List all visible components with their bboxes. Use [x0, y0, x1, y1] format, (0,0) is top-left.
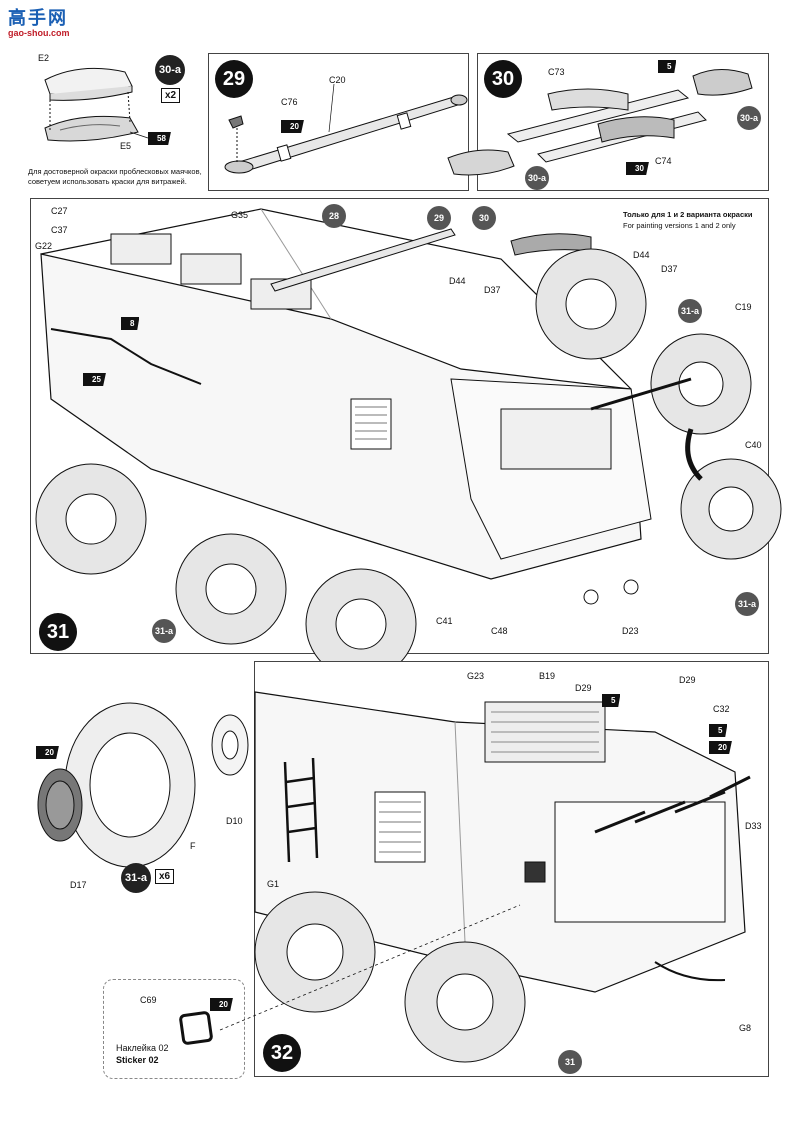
label-c76: C76: [281, 97, 298, 107]
watermark-brand: 高手网: [8, 8, 68, 29]
label-c41: C41: [436, 616, 453, 626]
paint-star-icon: ★: [83, 373, 87, 381]
paint-ref-20: ★ 20: [281, 120, 304, 133]
label-c20: C20: [329, 75, 346, 85]
step-ref-30: 30: [472, 206, 496, 230]
paint-ref-25: ★ 25: [83, 373, 106, 386]
paint-ref-8: ★ 8: [121, 317, 140, 330]
step-31a-area: D10 F D17 ★ 20: [20, 690, 260, 900]
label-f: F: [190, 841, 196, 851]
note-line-2: советуем использовать краски для витраже…: [28, 177, 187, 186]
label-b19: B19: [539, 671, 556, 681]
label-g8: G8: [739, 1023, 752, 1033]
step-29-panel: 29 C20 C76 ★ 20: [208, 53, 469, 191]
label-c37: C37: [51, 225, 68, 235]
paint-star-icon: ★: [620, 158, 630, 170]
subref-30a-right: 30-a: [737, 106, 761, 130]
step-32-number: 32: [263, 1034, 301, 1072]
sticker-frame-drawing: [179, 1011, 213, 1045]
note-line-1: Для достоверной окраски проблесковых мая…: [28, 167, 202, 176]
step-ref-31: 31: [558, 1050, 582, 1074]
label-c32: C32: [713, 704, 730, 714]
vehicle-front-drawing: [254, 691, 751, 1063]
paint-star-icon: ★: [30, 742, 40, 754]
paint-star-icon: ★: [275, 116, 285, 128]
subref-30a: 30-a: [155, 55, 185, 85]
label-c69: C69: [140, 995, 157, 1005]
sticker-inset: C69 ★ 20 Наклейка 02 Sticker 02: [103, 979, 245, 1079]
label-c27: C27: [51, 206, 68, 216]
step-31-number: 31: [39, 613, 77, 651]
sticker-label-en: Sticker 02: [116, 1055, 159, 1065]
label-g23: G23: [467, 671, 485, 681]
label-d10: D10: [226, 816, 243, 826]
step-ref-28: 28: [322, 204, 346, 228]
label-d44-a: D44: [449, 276, 466, 286]
variant-note-en: For painting versions 1 and 2 only: [623, 221, 736, 230]
paint-star-icon: ★: [204, 994, 214, 1006]
label-g22: G22: [35, 241, 53, 251]
beacon-frame-drawing: [447, 69, 753, 176]
multiplier-x2: x2: [161, 88, 181, 103]
variant-note-ru: Только для 1 и 2 варианта окраски: [623, 210, 753, 219]
label-c48: C48: [491, 626, 508, 636]
paint-ref-5-right: ★ 5: [709, 724, 728, 737]
wheel-ref-31a-right-top: 31-a: [678, 299, 702, 323]
step-32-panel: 32 G23 B19 D29 D29 C32 D33 G1 G8 ★ 5 ★ 5…: [254, 661, 769, 1077]
label-g1: G1: [267, 879, 280, 889]
label-e2: E2: [38, 53, 50, 63]
step-30-number: 30: [484, 60, 522, 98]
paint-star-icon: ★: [121, 317, 125, 325]
paint-ref-5-top: ★ 5: [602, 694, 621, 707]
label-d33: D33: [745, 821, 762, 831]
watermark-logo: 高手网 gao-shou.com: [8, 4, 70, 38]
wheel-ref-31a-left: 31-a: [152, 619, 176, 643]
paint-ref-20-right: ★ 20: [709, 741, 732, 754]
paint-star-icon: ★: [652, 56, 662, 68]
paint-ref-58: ★ 58: [148, 132, 171, 145]
step-29-number: 29: [215, 60, 253, 98]
wheel-ref-31a-right-bottom: 31-a: [735, 592, 759, 616]
paint-star-icon: ★: [596, 690, 606, 702]
light-cover-drawing: [44, 67, 149, 142]
paint-star-icon: ★: [703, 737, 713, 749]
subref-30a-left: 30-a: [525, 166, 549, 190]
label-c40: C40: [745, 440, 762, 450]
label-d44-b: D44: [633, 250, 650, 260]
multiplier-x6: x6: [155, 869, 175, 884]
label-d37-a: D37: [484, 285, 501, 295]
step-ref-29: 29: [427, 206, 451, 230]
label-d29-a: D29: [575, 683, 592, 693]
antenna-drawing: [224, 83, 468, 174]
watermark-url: gao-shou.com: [8, 28, 70, 38]
label-c74: C74: [655, 156, 672, 166]
paint-star-icon: ★: [703, 720, 713, 732]
label-d23: D23: [622, 626, 639, 636]
label-d17: D17: [70, 880, 87, 890]
subref-31a: 31-a: [121, 863, 151, 893]
paint-ref-30: ★ 30: [626, 162, 649, 175]
step-31-panel: 31 28 29 30 Только для 1 и 2 варианта ок…: [30, 198, 782, 680]
label-c73: C73: [548, 67, 565, 77]
paint-ref-20-wheel: ★ 20: [36, 746, 59, 759]
label-c19: C19: [735, 302, 752, 312]
wheel-assembly-drawing: [37, 702, 249, 868]
paint-ref-5: ★ 5: [658, 60, 677, 73]
label-d29-b: D29: [679, 675, 696, 685]
label-e5: E5: [120, 141, 132, 151]
label-d37-b: D37: [661, 264, 678, 274]
paint-star-icon: ★: [142, 128, 152, 140]
sticker-label-ru: Наклейка 02: [116, 1043, 169, 1053]
step-30-panel: 30 C73 C74 ★ 5 ★ 30 30-a 30-a: [447, 53, 769, 191]
paint-ref-20-sticker: ★ 20: [210, 998, 233, 1011]
label-g35: G35: [231, 210, 249, 220]
vehicle-side-drawing: [35, 208, 782, 680]
substep-30a-area: E2 E5 ★ 58: [20, 50, 200, 190]
